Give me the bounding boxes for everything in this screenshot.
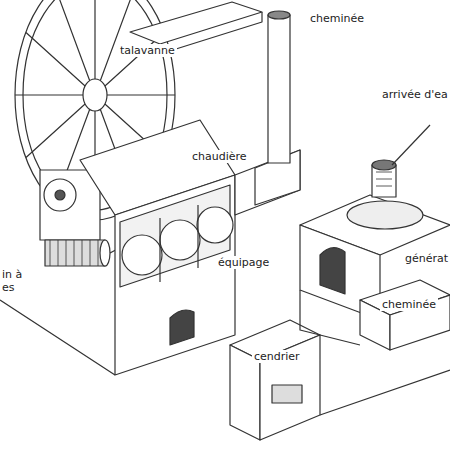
ground-lines — [0, 290, 450, 415]
gear-axle — [55, 190, 65, 200]
winch-drum — [45, 240, 105, 266]
boiler-drum — [160, 220, 200, 260]
generator-door — [320, 248, 345, 294]
drum-rope-lines — [50, 240, 98, 266]
chimney-top — [268, 11, 290, 19]
part-label: chaudière — [190, 150, 249, 163]
firebox-door — [170, 310, 194, 345]
boiler-drum — [122, 235, 162, 275]
headrace-trough — [130, 2, 262, 44]
part-label: arrivée d'ea — [380, 88, 450, 101]
gear-wheel — [44, 179, 76, 211]
part-label: cheminée — [380, 298, 438, 311]
part-label: cheminée — [308, 12, 366, 25]
water-inlet-pipe — [392, 125, 430, 165]
part-label: équipage — [216, 256, 271, 269]
boiler-drum — [197, 207, 233, 243]
boiler-front — [115, 175, 235, 375]
part-label: générat — [403, 252, 450, 265]
generator-cylinder — [347, 201, 423, 229]
part-label: cendrier — [252, 350, 302, 363]
wheel-hub — [83, 79, 107, 111]
chimney-stack — [268, 15, 290, 163]
part-label: talavanne — [118, 44, 177, 57]
ashpit-plate — [272, 385, 302, 403]
part-label: in à es — [0, 268, 28, 294]
winch-drum-end — [100, 240, 110, 266]
tank-hatching — [376, 172, 392, 186]
gear-frame — [40, 170, 100, 240]
cutaway-divider — [160, 205, 198, 282]
